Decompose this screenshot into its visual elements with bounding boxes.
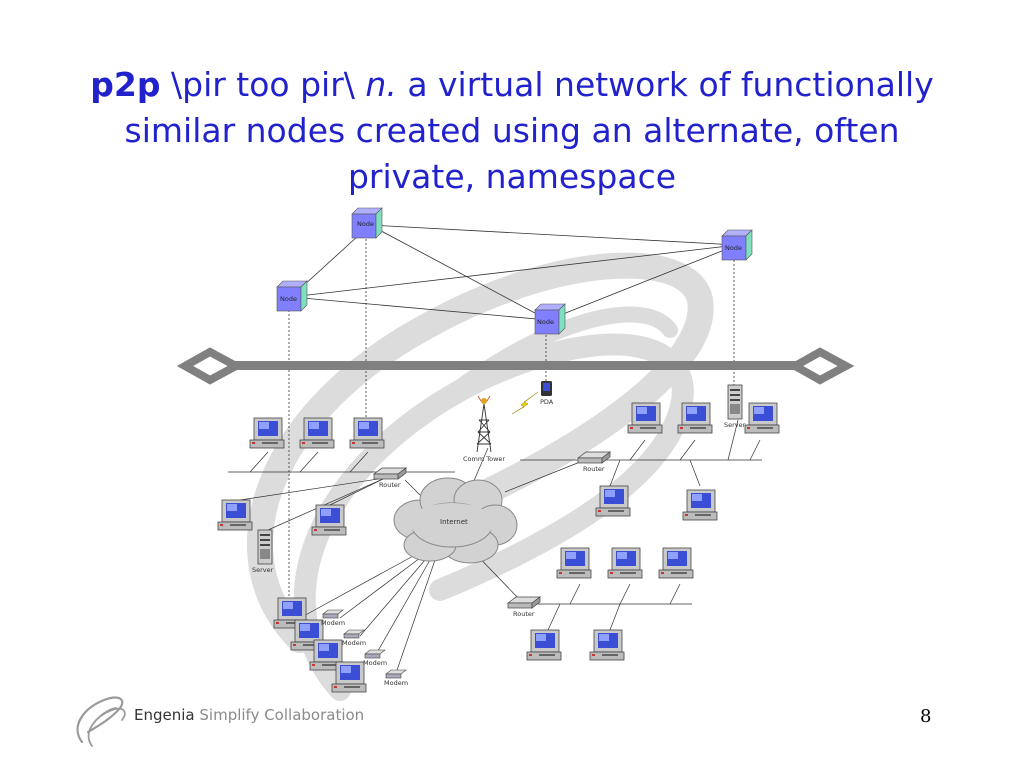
page-number: 8 [920, 706, 932, 727]
computer [217, 499, 253, 531]
computer [658, 547, 694, 579]
term: p2p [90, 65, 161, 104]
router-top-right: Router [577, 451, 611, 473]
node-center: Node [534, 303, 566, 335]
brand-tagline: Simplify Collaboration [199, 706, 365, 724]
modem-3: Modem [363, 649, 387, 667]
internet-cloud: Internet [393, 477, 518, 564]
modem-2: Modem [342, 629, 366, 647]
footer-brand: Engenia Simplify Collaboration [134, 706, 364, 724]
node-label: Node [280, 295, 297, 303]
computer [331, 661, 367, 693]
computer [682, 489, 718, 521]
router-label: Router [583, 465, 605, 473]
router-bottom-right: Router [507, 596, 541, 618]
server-right: Server [724, 384, 746, 429]
modem-4: Modem [384, 669, 408, 687]
modem-1: Modem [321, 609, 345, 627]
lan-lines [228, 419, 762, 631]
internet-label: Internet [440, 518, 468, 526]
computer [607, 547, 643, 579]
computer [311, 504, 347, 536]
router-top-left: Router [373, 467, 407, 489]
modem-label: Modem [384, 679, 408, 687]
node-label: Node [537, 318, 554, 326]
computer [299, 417, 335, 449]
internet-links [299, 447, 581, 677]
modem-label: Modem [342, 639, 366, 647]
computer [589, 629, 625, 661]
node-left: Node [276, 280, 308, 312]
modem-label: Modem [363, 659, 387, 667]
computer [526, 629, 562, 661]
comm-tower: Comm Tower [463, 395, 505, 463]
computer [677, 402, 713, 434]
computer [595, 485, 631, 517]
node-top: Node [351, 207, 383, 239]
server-label: Server [724, 421, 746, 429]
computer [627, 402, 663, 434]
server-label: Server [252, 566, 274, 574]
node-label: Node [725, 244, 742, 252]
comm-tower-label: Comm Tower [463, 455, 505, 463]
computer [556, 547, 592, 579]
lightning-bolt-icon [511, 391, 539, 415]
modem-label: Modem [321, 619, 345, 627]
pda-label: PDA [540, 398, 554, 406]
computer [744, 402, 780, 434]
brand-name: Engenia [134, 706, 195, 724]
computer [249, 417, 285, 449]
definition: a virtual network of functionally simila… [124, 65, 934, 196]
router-label: Router [513, 610, 535, 618]
engenia-logo-icon [76, 696, 126, 747]
slide-title: p2p \pir too pir\ n. a virtual network o… [60, 62, 964, 200]
pda: PDA [540, 381, 554, 406]
computer [349, 417, 385, 449]
pronunciation: \pir too pir\ [171, 65, 355, 104]
server-left: Server [252, 529, 274, 574]
node-label: Node [357, 220, 374, 228]
node-right: Node [721, 229, 753, 261]
p2p-links [290, 224, 738, 321]
part-of-speech: n. [365, 65, 397, 104]
backbone-bar [176, 347, 855, 385]
router-label: Router [379, 481, 401, 489]
